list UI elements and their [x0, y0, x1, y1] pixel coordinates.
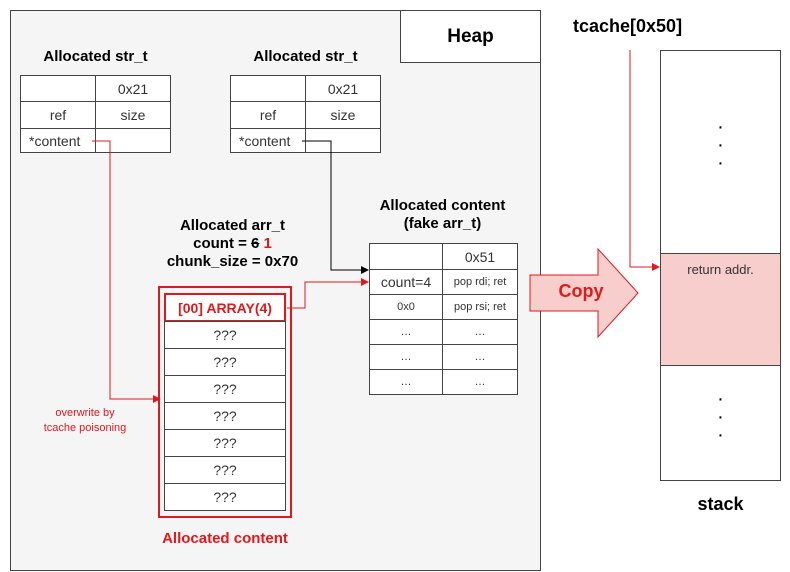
- stack-label: stack: [697, 494, 744, 514]
- fake-empty-cell: [369, 243, 443, 270]
- overwrite-note-line1: overwrite by: [55, 407, 115, 419]
- copy-label: Copy: [558, 281, 604, 301]
- overwrite-note: overwrite by tcache poisoning: [30, 406, 140, 436]
- fake-title-line1: Allocated content: [379, 197, 506, 214]
- arr-title-line1: Allocated arr_t: [179, 217, 286, 234]
- str1-to-arr-arrow: [92, 140, 161, 403]
- arr-caption: Allocated content: [162, 530, 288, 547]
- tcache-label: tcache[0x50]: [573, 16, 683, 36]
- arr-cell: ???: [164, 483, 286, 511]
- copy-arrow: [529, 247, 639, 339]
- str2-to-fake-arrow: [302, 140, 369, 274]
- arr-cell: ???: [164, 402, 286, 430]
- str1-empty-cell: [20, 75, 96, 102]
- tcache-to-return-arrow: [629, 50, 660, 271]
- fake-row-value: …: [369, 369, 443, 395]
- arr-count-old: 6: [251, 235, 260, 252]
- arr-cell: ???: [164, 348, 286, 376]
- arr-count-new: 1: [263, 235, 272, 252]
- arr-cell: ???: [164, 429, 286, 457]
- stack-dots-top: · · ·: [717, 116, 724, 174]
- fake-title-line2: (fake arr_t): [403, 215, 482, 232]
- arr-cell: ???: [164, 321, 286, 349]
- array-to-fake-arrow: [287, 278, 369, 309]
- fake-row-value: count=4: [369, 269, 443, 295]
- str2-empty-cell: [230, 75, 306, 102]
- str2-title: Allocated str_t: [253, 48, 358, 65]
- arr-count-line: count = 6 1: [140, 235, 325, 253]
- fake-row-value: 0x0: [369, 294, 443, 320]
- str2-content-ptr: *content: [230, 128, 306, 153]
- return-addr-label: return addr.: [687, 262, 754, 277]
- str1-title: Allocated str_t: [43, 48, 148, 65]
- arr-cell: ???: [164, 456, 286, 484]
- str2-header: 0x21: [305, 75, 381, 102]
- str1-size: size: [95, 101, 171, 129]
- fake-title: Allocated content (fake arr_t): [355, 197, 530, 233]
- arr-title: Allocated arr_t count = 6 1 chunk_size =…: [140, 217, 325, 271]
- str2-size: size: [305, 101, 381, 129]
- heap-label: Heap: [400, 10, 541, 63]
- fake-row-gadget: …: [442, 369, 518, 395]
- overwrite-note-line2: tcache poisoning: [43, 422, 127, 434]
- fake-row-value: …: [369, 344, 443, 370]
- arr-count-prefix: count =: [193, 235, 252, 252]
- arr-chunk-size: chunk_size = 0x70: [166, 253, 299, 270]
- return-addr-slot: [660, 253, 781, 366]
- stack-dots-bottom: · · ·: [717, 388, 724, 446]
- fake-header: 0x51: [442, 243, 518, 270]
